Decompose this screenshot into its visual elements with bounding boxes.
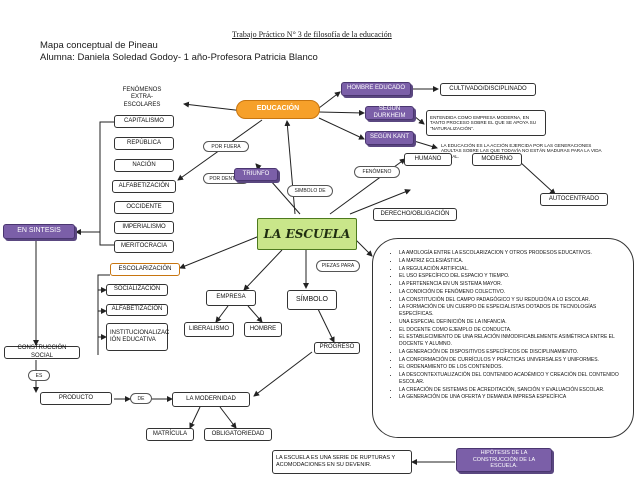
node-alfabetizacion: ALFABETIZACIÓN [112, 180, 176, 193]
node-escuela-serie: LA ESCUELA ES UNA SERIE DE RUPTURAS Y AC… [272, 450, 412, 474]
list-item: EL ORDENAMIENTO DE LOS CONTENIDOS. [399, 364, 623, 371]
node-educacion: EDUCACIÓN [236, 100, 320, 119]
list-item: EL DOCENTE COMO EJEMPLO DE CONDUCTA. [399, 327, 623, 334]
node-cultivado-disciplinado: CULTIVADO/DISCIPLINADO [440, 83, 536, 96]
node-kant-text: LA EDUCACIÓN ES LA ACCIÓN EJERCIDA POR L… [438, 140, 606, 162]
node-socializacion: SOCIALIZACIÓN [106, 284, 168, 296]
node-simbolo: SÍMBOLO [287, 290, 337, 310]
document-title: Trabajo Práctico N° 3 de filosofía de la… [232, 30, 392, 39]
node-empresa: EMPRESA [206, 290, 256, 306]
link-por-fuera: POR FUERA [203, 141, 249, 152]
node-occidente: OCCIDENTE [114, 201, 174, 214]
node-nacion: NACIÓN [114, 159, 174, 172]
node-humano: HUMANO [404, 153, 452, 166]
node-autocentrado: AUTOCENTRADO [540, 193, 608, 206]
link-es: ES [28, 370, 50, 381]
list-item: LA AMOLOGÍA ENTRE LA ESCOLARIZACION Y OT… [399, 250, 623, 257]
list-item: LA MATRIZ ECLESIÁSTICA. [399, 258, 623, 265]
node-hombre-educado: HOMBRE EDUCADO [341, 82, 411, 96]
piezas-list: LA AMOLOGÍA ENTRE LA ESCOLARIZACION Y OT… [385, 250, 623, 401]
list-item: EL ESTABLECIMIENTO DE UNA RELACIÓN INMOD… [399, 334, 623, 348]
node-obligatoriedad: OBLIGATORIEDAD [204, 428, 272, 441]
node-republica: REPÚBLICA [114, 137, 174, 150]
list-item: LA CREACIÓN DE SISTEMAS DE ACREDITACIÓN,… [399, 387, 623, 394]
node-institucionalizacion: INSTITUCIONALIZAC IÓN EDUCATIVA [106, 323, 169, 351]
list-item: LA CONFORMACIÓN DE CURRÍCULOS Y PRÁCTICA… [399, 357, 623, 364]
list-item: LA GENERACIÓN DE DISPOSITIVOS ESPECÍFICO… [399, 349, 623, 356]
list-item: LA DESCONTEXTUALIZACIÓN DEL CONTENIDO AC… [399, 372, 623, 386]
node-imperialismo: IMPERIALISMO [114, 221, 174, 234]
node-progreso: PROGRESO [314, 342, 360, 354]
node-en-sintesis: EN SINTESIS [3, 224, 75, 239]
list-item: LA CONDICIÓN DE FENÓMENO COLECTIVO. [399, 289, 623, 296]
list-item: LA GENERACIÓN DE UNA OFERTA Y DEMANDA IM… [399, 394, 623, 401]
map-subtitle: Mapa conceptual de Pineau [40, 40, 158, 51]
node-la-modernidad: LA MODERNIDAD [172, 392, 250, 407]
list-item: LA REGULACIÓN ARTIFICIAL. [399, 266, 623, 273]
node-matricula: MATRÍCULA [146, 428, 194, 441]
node-triunfo: TRIUNFO [234, 168, 278, 181]
node-durkheim-text: ENTENDIDA COMO EMPRESA MODERNA, EN TANTO… [426, 110, 546, 136]
node-segun-durkheim: SEGÚN DURKHEIM [365, 106, 414, 120]
piezas-list-box: LA AMOLOGÍA ENTRE LA ESCOLARIZACION Y OT… [372, 238, 634, 438]
link-de: DE [130, 393, 152, 404]
node-moderno: MODERNO [472, 153, 522, 166]
list-item: EL USO ESPECÍFICO DEL ESPACIO Y TIEMPO. [399, 273, 623, 280]
node-segun-kant: SEGÚN KANT [365, 131, 414, 145]
node-hombre: HOMBRE [244, 322, 282, 337]
node-derecho-obligacion: DERECHO/OBLIGACIÓN [373, 208, 457, 221]
node-escolarizacion: ESCOLARIZACIÓN [110, 263, 180, 276]
node-capitalismo: CAPITALISMO [114, 115, 174, 128]
list-item: LA CONSTITUCIÓN DEL CAMPO PADAGÓGICO Y S… [399, 297, 623, 304]
node-liberalismo: LIBERALISMO [184, 322, 234, 337]
list-item: UNA ESPECIAL DEFINICIÓN DE LA INFANCIA. [399, 319, 623, 326]
link-piezas-para: PIEZAS PARA [316, 260, 360, 272]
node-producto: PRODUCTO [40, 392, 112, 405]
link-fenomeno: FENÓMENO [354, 166, 400, 178]
link-simbolo-de: SIMBOLO DE [287, 185, 333, 197]
node-construccion-social: CONSTRUCCIÓN SOCIAL [4, 345, 80, 359]
list-item: LA PERTENENCIA EN UN SISTEMA MAYOR. [399, 281, 623, 288]
node-fenomenos-extra-escolares: FENÓMENOS EXTRA-ESCOLARES [112, 87, 172, 108]
node-hipotesis: HIPÓTESIS DE LA CONSTRUCCIÓN DE LA ESCUE… [456, 448, 552, 472]
node-meritocracia: MERITOCRACIA [114, 240, 174, 253]
node-alfabetizacion-low: ALFABETIZACIÓN [106, 304, 168, 316]
author-line: Alumna: Daniela Soledad Godoy- 1 año-Pro… [40, 52, 318, 63]
node-la-escuela: LA ESCUELA [257, 218, 357, 250]
list-item: LA FORMACIÓN DE UN CUERPO DE ESPECIALIST… [399, 304, 623, 318]
